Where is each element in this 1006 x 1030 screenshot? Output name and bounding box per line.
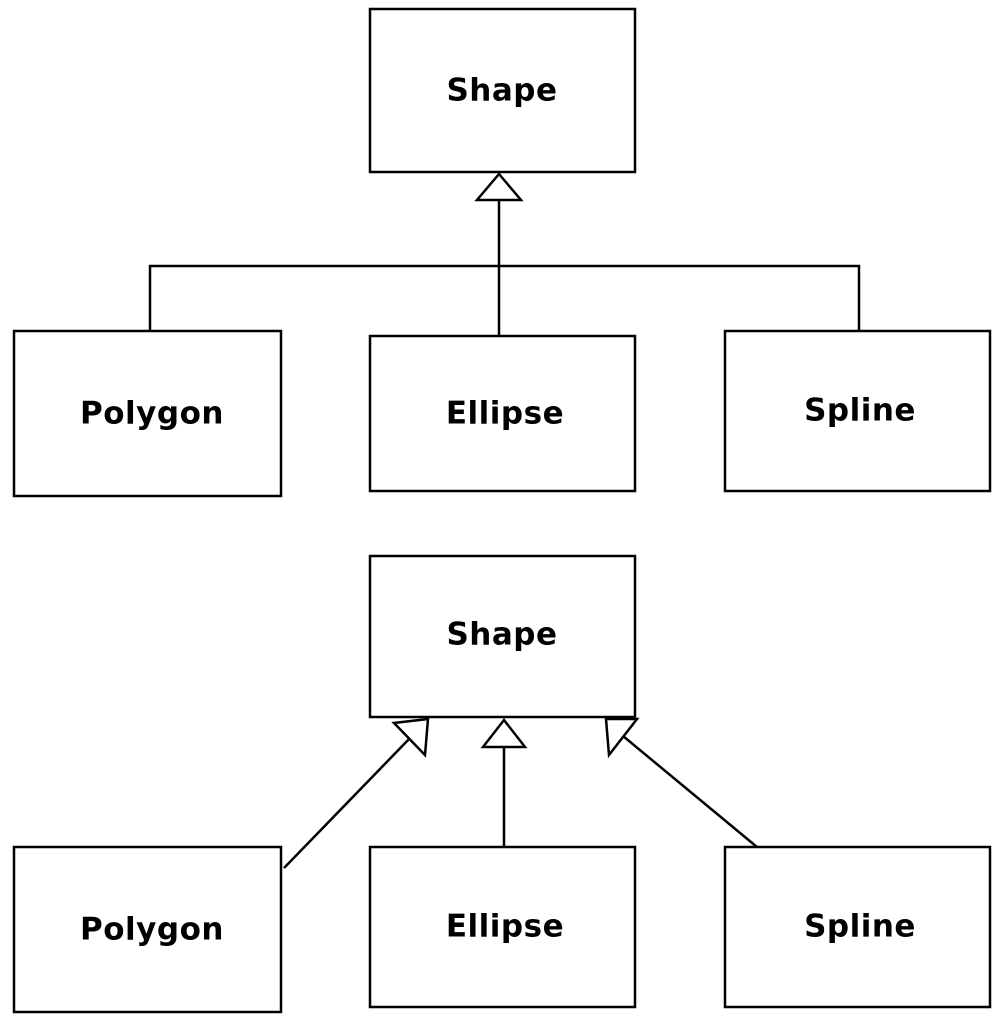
- top-spline-label: Spline: [804, 393, 916, 429]
- bottom-ellipse-class-box[interactable]: Ellipse: [368, 845, 637, 1009]
- top-polygon-class-box[interactable]: Polygon: [12, 329, 283, 498]
- top-shape-class-box[interactable]: Shape: [368, 7, 637, 174]
- top-ellipse-label: Ellipse: [446, 396, 564, 432]
- bottom-spline-arrowhead: [604, 717, 640, 759]
- top-tree-connector: [148, 264, 861, 330]
- bottom-polygon-class-box[interactable]: Polygon: [12, 845, 283, 1014]
- bottom-spline-label: Spline: [804, 909, 916, 945]
- bottom-polygon-connector: [283, 736, 412, 869]
- bottom-polygon-arrowhead: [391, 717, 430, 758]
- top-shape-label: Shape: [446, 73, 557, 109]
- diagram-bottom: Shape Polygon Ellipse Spline: [12, 554, 992, 1014]
- top-spline-class-box[interactable]: Spline: [723, 329, 992, 493]
- bottom-ellipse-arrowhead: [480, 717, 528, 749]
- diagram-top: Shape Polygon Ellipse Spline: [12, 7, 992, 498]
- bottom-spline-connector: [622, 735, 758, 848]
- top-inheritance-arrowhead: [474, 172, 524, 202]
- bottom-ellipse-label: Ellipse: [446, 909, 564, 945]
- top-polygon-label: Polygon: [80, 396, 224, 432]
- bottom-shape-class-box[interactable]: Shape: [368, 554, 637, 719]
- top-ellipse-class-box[interactable]: Ellipse: [368, 334, 637, 493]
- bottom-spline-class-box[interactable]: Spline: [723, 845, 992, 1009]
- bottom-shape-label: Shape: [446, 617, 557, 653]
- bottom-polygon-label: Polygon: [80, 912, 224, 948]
